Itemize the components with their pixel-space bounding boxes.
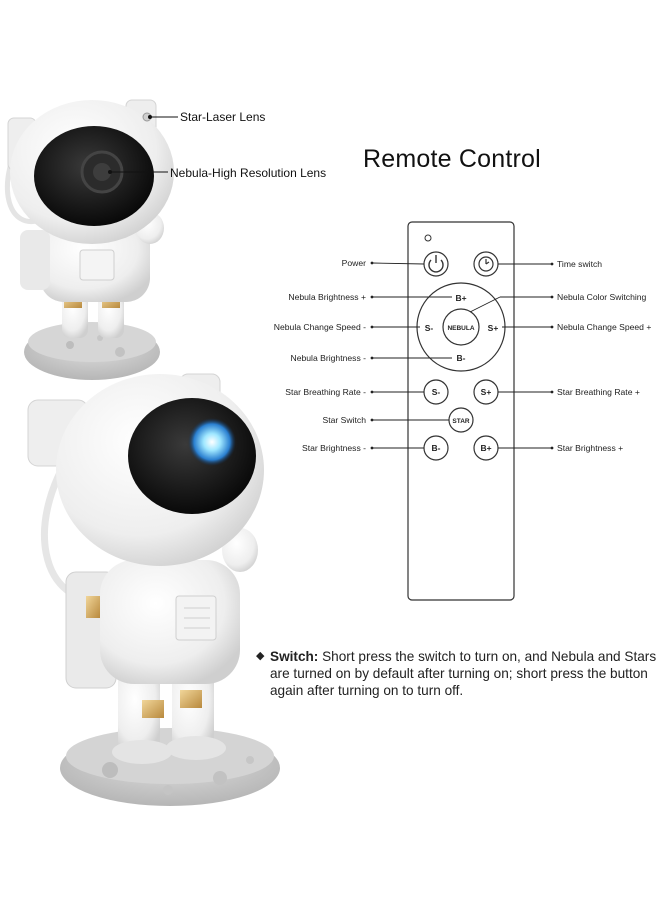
nebula-b-minus-text: B- (457, 353, 466, 363)
label-star-brightness-minus: Star Brightness - (302, 443, 366, 453)
label-nebula-brightness-plus: Nebula Brightness + (288, 292, 366, 302)
label-power: Power (341, 258, 366, 268)
remote-leader-lines (371, 262, 552, 449)
star-b-minus-text: B- (432, 443, 441, 453)
star-laser-lens-label: Star-Laser Lens (180, 110, 266, 124)
small-astronaut-illustration (4, 99, 174, 380)
label-nebula-change-speed-minus: Nebula Change Speed - (273, 322, 366, 332)
star-b-plus-text: B+ (480, 443, 491, 453)
star-s-minus-text: S- (432, 387, 441, 397)
large-astronaut-illustration (27, 373, 280, 806)
label-nebula-color-switching: Nebula Color Switching (557, 292, 647, 302)
nebula-button-text: NEBULA (447, 325, 474, 332)
diamond-bullet-icon: ◆ (256, 650, 265, 662)
label-star-brightness-plus: Star Brightness + (557, 443, 624, 453)
nebula-b-plus-text: B+ (455, 293, 466, 303)
nebula-button[interactable] (442, 308, 480, 346)
label-nebula-change-speed-plus: Nebula Change Speed + (557, 322, 652, 332)
remote-control-title: Remote Control (363, 145, 541, 173)
label-star-breathing-plus: Star Breathing Rate + (557, 387, 640, 397)
label-time-switch: Time switch (557, 259, 603, 269)
switch-note: ◆ Switch: Short press the switch to turn… (256, 648, 660, 699)
label-nebula-brightness-minus: Nebula Brightness - (290, 353, 366, 363)
label-star-breathing-minus: Star Breathing Rate - (285, 387, 366, 397)
star-button-text: STAR (452, 418, 470, 425)
nebula-s-plus-text: S+ (488, 323, 499, 333)
star-s-plus-text: S+ (481, 387, 492, 397)
nebula-s-minus-text: S- (425, 323, 434, 333)
leader-dots (370, 261, 554, 450)
note-heading: Switch: (270, 649, 319, 664)
nebula-lens-label: Nebula-High Resolution Lens (170, 166, 327, 180)
label-star-switch: Star Switch (322, 415, 366, 425)
power-button[interactable] (423, 251, 449, 277)
time-switch-button[interactable] (473, 251, 499, 277)
note-text: Short press the switch to turn on, and N… (270, 649, 657, 698)
